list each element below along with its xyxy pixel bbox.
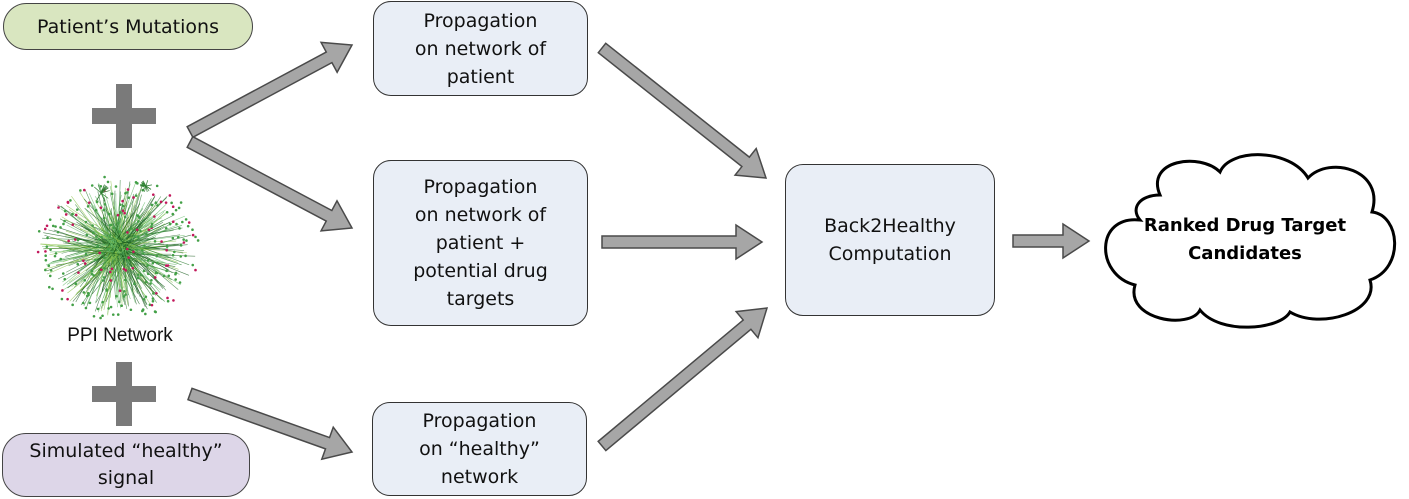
propagation-patient-box: Propagation on network of patient bbox=[373, 1, 588, 96]
propagation-drug-line3: patient + bbox=[435, 232, 526, 254]
ranked-candidates-label: Ranked Drug Target Candidates bbox=[1130, 212, 1360, 268]
patient-mutations-label: Patient’s Mutations bbox=[37, 15, 219, 38]
healthy-signal-line2: signal bbox=[97, 467, 155, 489]
healthy-signal-box: Simulated “healthy” signal bbox=[2, 433, 250, 497]
back2healthy-line1: Back2Healthy bbox=[824, 215, 956, 237]
back2healthy-box: Back2Healthy Computation bbox=[785, 164, 995, 316]
output-cloud bbox=[1104, 153, 1397, 329]
plus-icon-bottom bbox=[92, 362, 156, 426]
arrow-to-ranked-candidates bbox=[1012, 222, 1091, 260]
propagation-drug-line5: targets bbox=[446, 288, 515, 310]
propagation-drug-line1: Propagation bbox=[423, 176, 538, 198]
ranked-candidates-line1: Ranked Drug Target bbox=[1143, 215, 1347, 236]
patient-mutations-box: Patient’s Mutations bbox=[3, 3, 253, 50]
propagation-healthy-line2: on “healthy” bbox=[419, 438, 540, 460]
flow-arrows bbox=[186, 41, 1091, 461]
ppi-network-graphic bbox=[36, 175, 200, 320]
propagation-drug-line2: on network of bbox=[414, 204, 547, 226]
arrow-healthy-to-back2healthy bbox=[597, 307, 769, 452]
propagation-healthy-line1: Propagation bbox=[422, 410, 537, 432]
healthy-signal-line1: Simulated “healthy” bbox=[29, 440, 223, 462]
propagation-patient-line3: patient bbox=[446, 65, 515, 88]
propagation-healthy-line3: network bbox=[440, 466, 519, 488]
propagation-patient-line1: Propagation bbox=[423, 9, 538, 32]
arrow-patient-to-back2healthy bbox=[597, 42, 768, 179]
arrow-to-patient-propagation bbox=[186, 41, 354, 139]
arrow-to-drug-propagation bbox=[186, 135, 354, 232]
arrow-drug-to-back2healthy bbox=[601, 223, 764, 261]
plus-icon-top bbox=[92, 84, 156, 148]
propagation-healthy-box: Propagation on “healthy” network bbox=[372, 402, 587, 496]
ranked-candidates-line2: Candidates bbox=[1188, 243, 1302, 264]
propagation-drug-line4: potential drug bbox=[413, 260, 548, 282]
arrow-to-healthy-propagation bbox=[187, 387, 354, 461]
back2healthy-line2: Computation bbox=[828, 243, 952, 265]
propagation-drug-box: Propagation on network of patient + pote… bbox=[373, 160, 588, 326]
ppi-network-label: PPI Network bbox=[67, 325, 173, 346]
propagation-patient-line2: on network of bbox=[414, 37, 547, 60]
